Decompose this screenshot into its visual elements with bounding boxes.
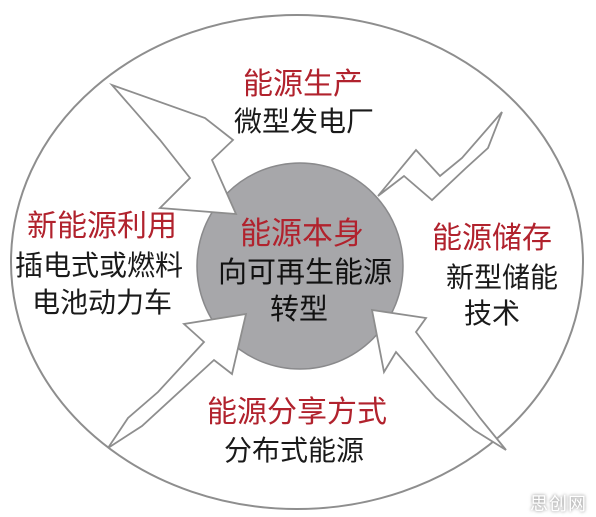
bottom-subtitle: 分布式能源 <box>224 434 365 467</box>
left-line2: 电池动力车 <box>32 286 173 319</box>
right-line2: 技术 <box>464 297 521 330</box>
left-line1: 插电式或燃料 <box>15 249 184 282</box>
top-subtitle: 微型发电厂 <box>234 105 375 138</box>
center-circle <box>196 162 404 370</box>
center-line2: 转型 <box>270 292 329 326</box>
right-title: 能源储存 <box>432 221 552 256</box>
bottom-title: 能源分享方式 <box>207 395 387 430</box>
right-line1: 新型储能 <box>446 261 559 294</box>
arrow-bottom-left <box>107 312 248 449</box>
arrow-bottom-right <box>370 308 507 451</box>
watermark: 思创网 <box>530 494 587 515</box>
left-title: 新能源利用 <box>27 209 177 244</box>
arrow-top-left <box>109 83 238 216</box>
top-title: 能源生产 <box>243 67 363 102</box>
center-line1: 向可再生能源 <box>218 255 393 289</box>
arrow-top-right <box>377 111 503 202</box>
center-title: 能源本身 <box>240 216 364 252</box>
